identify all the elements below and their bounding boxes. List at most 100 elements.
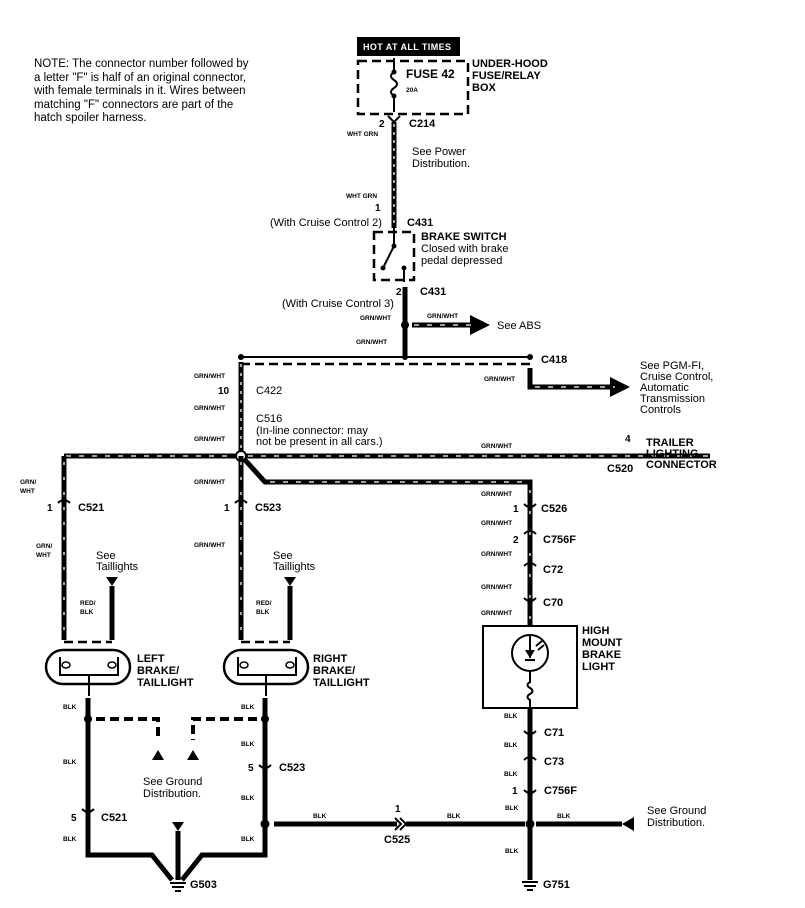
connector-c422-label: C422 xyxy=(256,385,282,397)
connector-c73-label: C73 xyxy=(544,756,564,768)
svg-text:G751: G751 xyxy=(543,879,570,891)
wire-color-label: GRN/WHT xyxy=(481,443,512,450)
see-ground-distribution-right: See Ground xyxy=(647,805,706,817)
pin-label: 1 xyxy=(513,504,519,515)
high-mount-brake-light: HIGH MOUNT BRAKE LIGHT xyxy=(482,625,623,709)
wire-color-label: GRN/ xyxy=(36,543,52,550)
svg-text:RIGHT: RIGHT xyxy=(313,653,348,665)
svg-text:See PGM-FI,: See PGM-FI, xyxy=(640,360,704,372)
svg-text:Closed with brake: Closed with brake xyxy=(421,243,508,255)
wire-color-label: WHT GRN xyxy=(346,193,377,200)
see-ground-distribution-center: See Ground xyxy=(143,776,202,788)
wire-color-label: BLK xyxy=(241,795,255,802)
svg-text:Cruise Control,: Cruise Control, xyxy=(640,371,713,383)
wire-red-blk-right xyxy=(241,577,296,644)
svg-text:BRAKE: BRAKE xyxy=(582,649,621,661)
wire-color-label: GRN/WHT xyxy=(484,376,515,383)
wire-color-label: GRN/WHT xyxy=(481,610,512,617)
svg-text:Transmission: Transmission xyxy=(640,393,705,405)
ground-dist-center-wire xyxy=(172,822,184,880)
svg-text:BRAKE SWITCH: BRAKE SWITCH xyxy=(421,231,507,243)
connector-c516-label: C516 xyxy=(256,413,282,425)
connector-c431-bottom-label: C431 xyxy=(420,286,446,298)
wire-grn-wht-right-lamp xyxy=(234,456,248,640)
wire-blk-horizontal xyxy=(274,817,634,831)
svg-text:LIGHTING: LIGHTING xyxy=(646,448,699,460)
connector-c526-label: C526 xyxy=(541,503,567,515)
wire-color-label: BLK xyxy=(256,609,270,616)
connector-c431-label: C431 xyxy=(407,217,433,229)
see-ground-distribution-right-2: Distribution. xyxy=(647,817,705,829)
wire-color-label: WHT xyxy=(36,552,51,559)
pin-label: 1 xyxy=(224,503,230,514)
see-power-distribution-2: Distribution. xyxy=(412,158,470,170)
wire-red-blk-left xyxy=(64,577,118,644)
wire-color-label: BLK xyxy=(313,813,327,820)
svg-text:HIGH: HIGH xyxy=(582,625,610,637)
connector-note: NOTE: The connector number followed by a… xyxy=(34,58,314,126)
pin-label: 1 xyxy=(395,804,401,815)
note-line: matching "F" connectors are part of the xyxy=(34,98,234,111)
svg-text:20A: 20A xyxy=(406,87,418,94)
wire-to-pgm-fi xyxy=(527,368,630,397)
wire-color-label: WHT xyxy=(20,488,35,495)
svg-text:BRAKE/: BRAKE/ xyxy=(137,665,179,677)
left-brake-taillight: LEFT BRAKE/ TAILLIGHT xyxy=(44,648,194,696)
wire-color-label: BLK xyxy=(241,741,255,748)
fuse-symbol xyxy=(390,58,398,112)
wire-blk-left-ground xyxy=(81,698,174,882)
wire-grn-wht-trunk xyxy=(401,287,490,355)
note-line: a letter "F" is half of an original conn… xyxy=(34,71,247,84)
wire-color-label: BLK xyxy=(504,713,518,720)
wire-color-label: BLK xyxy=(80,609,94,616)
note-line: NOTE: The connector number followed by xyxy=(34,58,249,70)
connector-c71-label: C71 xyxy=(544,727,564,739)
pin-label: 1 xyxy=(512,786,518,797)
wire-color-label: GRN/WHT xyxy=(194,436,225,443)
see-ground-distribution-center-2: Distribution. xyxy=(143,788,201,800)
wire-color-label: GRN/WHT xyxy=(481,551,512,558)
wire-color-label: GRN/WHT xyxy=(194,479,225,486)
ground-g503: G503 xyxy=(170,879,217,892)
note-line: hatch spoiler harness. xyxy=(34,112,147,124)
wire-color-label: BLK xyxy=(505,805,519,812)
svg-text:2: 2 xyxy=(379,119,385,130)
wire-grn-wht-horizontal xyxy=(64,450,710,462)
svg-text:Automatic: Automatic xyxy=(640,382,689,394)
svg-text:FUSE 42: FUSE 42 xyxy=(406,67,455,81)
brake-switch: BRAKE SWITCH Closed with brake pedal dep… xyxy=(372,228,508,282)
pin-label: 2 xyxy=(513,535,519,546)
svg-text:pedal depressed: pedal depressed xyxy=(421,255,502,267)
wire-color-label: BLK xyxy=(505,848,519,855)
svg-text:FUSE/RELAY: FUSE/RELAY xyxy=(472,70,541,82)
svg-text:HOT AT ALL TIMES: HOT AT ALL TIMES xyxy=(363,42,451,52)
svg-text:G503: G503 xyxy=(190,879,217,891)
connector-c523-label: C523 xyxy=(255,502,281,514)
wire-color-label: GRN/WHT xyxy=(356,339,387,346)
connector-c525-label: C525 xyxy=(384,834,410,846)
cruise-control-2-note: (With Cruise Control 2) xyxy=(270,217,382,229)
see-taillights-left-2: Taillights xyxy=(96,561,139,573)
wire-grn-wht-left xyxy=(57,456,71,640)
see-taillights-right: See xyxy=(273,550,293,562)
svg-text:BRAKE/: BRAKE/ xyxy=(313,665,355,677)
pin-label: 1 xyxy=(375,203,381,214)
wire-color-label: GRN/WHT xyxy=(194,542,225,549)
pin-label: 1 xyxy=(47,503,53,514)
svg-text:TAILLIGHT: TAILLIGHT xyxy=(137,677,194,689)
connector-c418-label: C418 xyxy=(541,354,567,366)
wire-color-label: GRN/WHT xyxy=(360,315,391,322)
wire-color-label: GRN/WHT xyxy=(481,491,512,498)
wire-to-high-mount xyxy=(243,458,533,626)
connector-c521-label: C521 xyxy=(78,502,104,514)
wire-color-label: RED/ xyxy=(80,600,96,607)
wire-color-label: BLK xyxy=(504,771,518,778)
wire-blk-high-mount xyxy=(523,708,537,880)
connector-c523-bottom-label: C523 xyxy=(279,762,305,774)
wire-color-label: BLK xyxy=(63,704,77,711)
pin-label: 5 xyxy=(248,763,254,774)
connector-c214: 2 C214 xyxy=(379,115,436,130)
see-taillights-left: See xyxy=(96,550,116,562)
svg-text:BOX: BOX xyxy=(472,82,497,94)
